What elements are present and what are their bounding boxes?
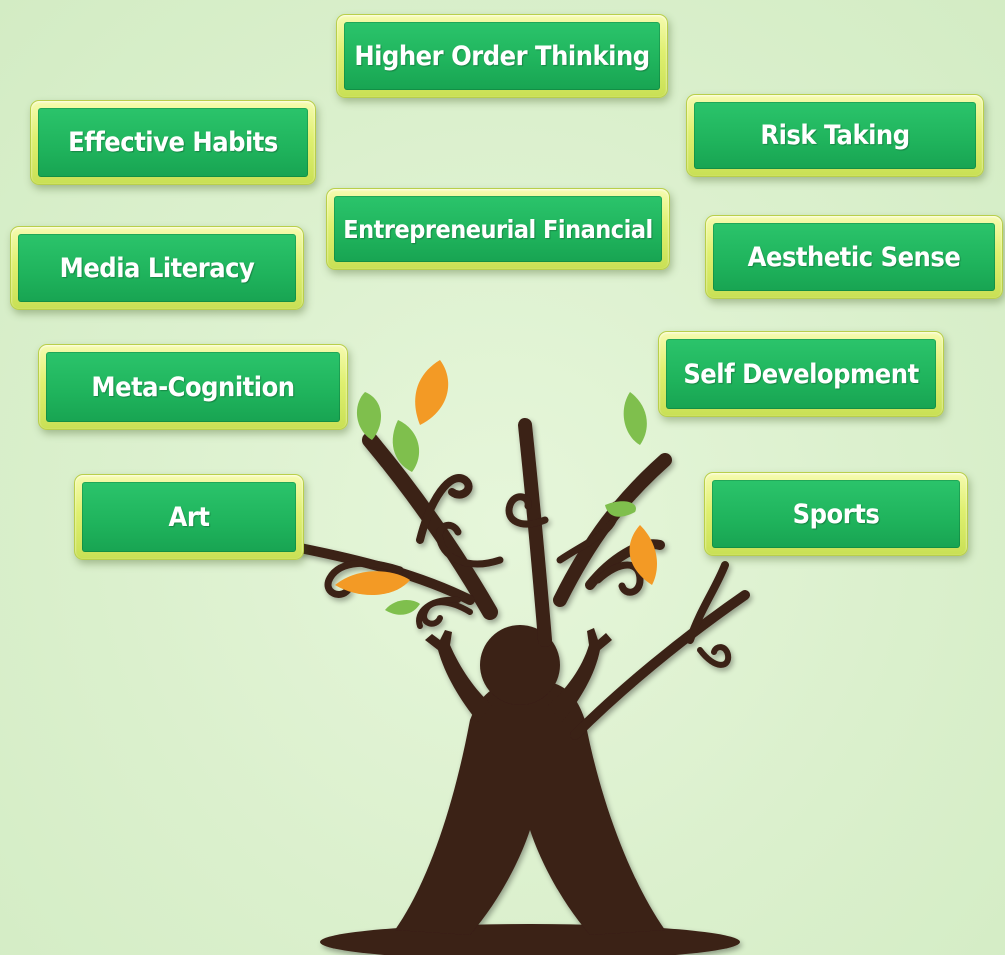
branch-left-swirl: [416, 596, 461, 629]
tag-risk-taking: Risk Taking: [686, 94, 984, 177]
tag-label: Higher Order Thinking: [344, 22, 660, 90]
tag-self-development: Self Development: [658, 331, 944, 417]
leaf-green: [623, 392, 647, 445]
leaf-orange: [629, 525, 657, 585]
tag-sports: Sports: [704, 472, 968, 556]
leaf-green: [356, 392, 382, 440]
tag-aesthetic-sense: Aesthetic Sense: [705, 215, 1003, 299]
leaf-green: [605, 501, 636, 517]
tag-label: Media Literacy: [18, 234, 296, 302]
right-arm: [548, 628, 612, 722]
tag-label: Self Development: [666, 339, 936, 409]
branch-left-lower-curl: [324, 559, 404, 598]
ground-shadow: [320, 924, 740, 955]
branch-left-curl: [416, 474, 473, 544]
child-head: [480, 625, 560, 705]
tag-label: Aesthetic Sense: [713, 223, 995, 291]
tag-label: Art: [82, 482, 296, 552]
branch-left-inner-curl: [435, 521, 504, 568]
leaves: [335, 360, 657, 615]
branch-right-curl: [594, 561, 644, 596]
leaf-orange: [415, 360, 449, 425]
branch-right-upper: [553, 453, 672, 607]
leaf-orange: [335, 571, 410, 596]
tag-meta-cognition: Meta-Cognition: [38, 344, 348, 430]
tag-label: Risk Taking: [694, 102, 976, 169]
tag-label: Sports: [712, 480, 960, 548]
branch-center-curl: [505, 493, 549, 528]
tag-label: Meta-Cognition: [46, 352, 340, 422]
tag-effective-habits: Effective Habits: [30, 100, 316, 185]
branch-right-vertical-curl: [686, 561, 729, 644]
tag-entrepreneurial-financial: Entrepreneurial Financial: [326, 188, 670, 270]
branch-center: [518, 418, 552, 647]
left-arm: [425, 630, 492, 722]
tag-media-literacy: Media Literacy: [10, 226, 304, 310]
tree-trunk-body: [395, 680, 665, 935]
leaf-green: [392, 420, 420, 472]
tag-higher-order-thinking: Higher Order Thinking: [336, 14, 668, 98]
leaf-green: [385, 600, 420, 615]
tag-art: Art: [74, 474, 304, 560]
branch-right-lower: [570, 590, 750, 740]
tag-label: Effective Habits: [38, 108, 308, 177]
branch-right-hook: [697, 644, 732, 668]
tag-label: Entrepreneurial Financial: [334, 196, 662, 262]
